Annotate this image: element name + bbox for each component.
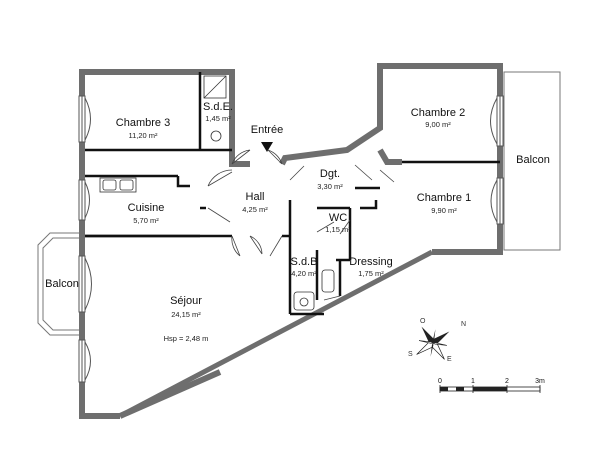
scale-tick-1: 1 [471, 378, 475, 385]
interior-walls [85, 72, 500, 316]
sejour-label: Séjour [170, 295, 202, 307]
balcon-right-area: Balcon [503, 71, 561, 251]
dgt-area: 3,30 m² [317, 182, 343, 191]
door-swings [207, 149, 395, 301]
chambre1-label: Chambre 1 [417, 192, 471, 204]
compass-s: S [408, 351, 413, 358]
wc-area: 1,15 m² [325, 225, 351, 234]
sde-area: 1,45 m² [205, 114, 231, 123]
diagonal-wall [118, 249, 434, 419]
compass-o: O [420, 318, 426, 325]
dressing-label: Dressing [349, 256, 392, 268]
kitchen-sink [99, 177, 137, 193]
exterior-walls [79, 63, 503, 419]
sdb-area: 4,20 m² [291, 269, 317, 278]
bath-fixtures [293, 269, 335, 311]
hall-area: 4,25 m² [242, 205, 268, 214]
balcon-left-label: Balcon [45, 278, 79, 290]
compass-n: N [461, 321, 466, 328]
cuisine-label: Cuisine [128, 202, 165, 214]
chambre2-label: Chambre 2 [411, 107, 465, 119]
dgt-label: Dgt. [320, 168, 340, 180]
hall-label: Hall [246, 191, 265, 203]
shower-tray [203, 75, 227, 142]
entree-label: Entrée [251, 124, 283, 136]
sde-label: S.d.E. [203, 101, 233, 113]
chambre2-area: 9,00 m² [425, 120, 451, 129]
compass-rose-icon [416, 326, 450, 360]
entry-arrow-icon [261, 142, 273, 152]
sejour-area: 24,15 m² [171, 310, 201, 319]
scale-tick-0: 0 [438, 378, 442, 385]
balcon-right-label: Balcon [516, 154, 550, 166]
windows [78, 95, 504, 383]
sdb-label: S.d.B [291, 256, 318, 268]
dressing-area: 1,75 m² [358, 269, 384, 278]
compass-e: E [447, 356, 452, 363]
balcon-left-area: Balcon [37, 232, 80, 336]
wc-label: WC [329, 212, 347, 224]
sejour-hsp: Hsp = 2,48 m [164, 334, 209, 343]
chambre3-area: 11,20 m² [128, 131, 158, 140]
chambre1-area: 9,90 m² [431, 206, 457, 215]
cuisine-area: 5,70 m² [133, 216, 159, 225]
scale-tick-2: 2 [505, 378, 509, 385]
scale-bar [439, 385, 541, 393]
scale-tick-3: 3m [535, 378, 545, 385]
chambre3-label: Chambre 3 [116, 117, 170, 129]
